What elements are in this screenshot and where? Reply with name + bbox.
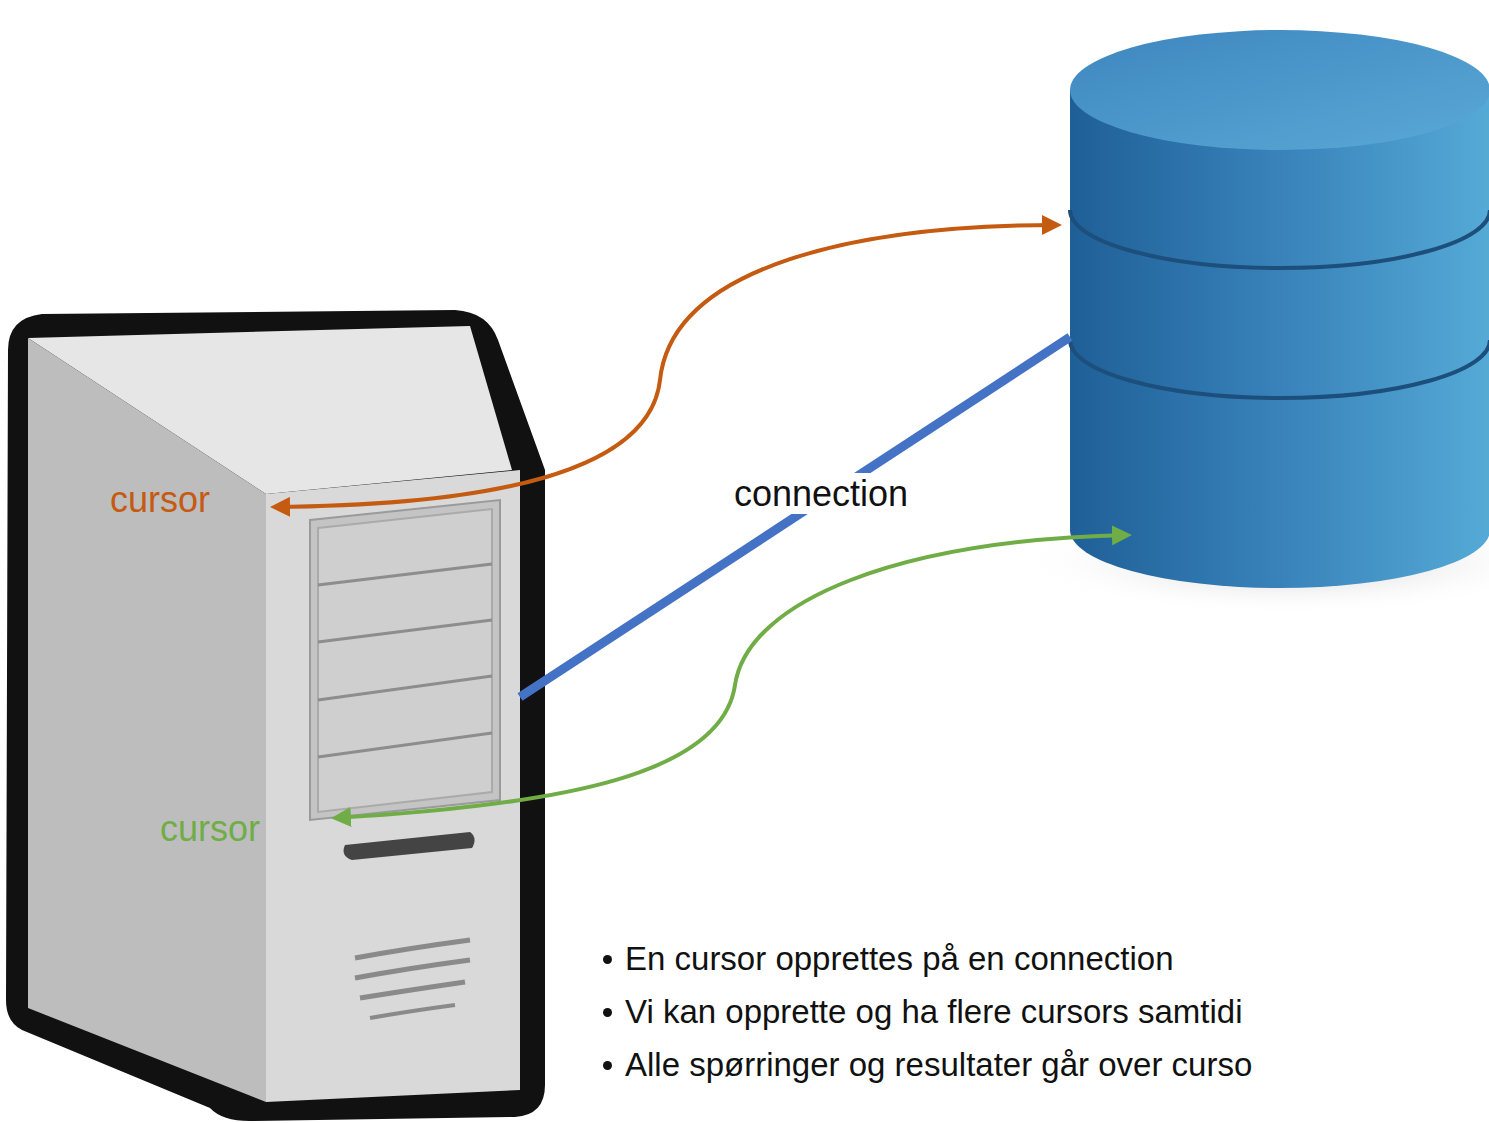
bullet-dot — [603, 955, 612, 964]
bullet-text: Alle spørringer og resultater går over c… — [625, 1046, 1252, 1084]
cursor-label: cursor — [110, 479, 210, 520]
database-cylinder — [1020, 30, 1489, 615]
cursor-label: cursor — [160, 808, 260, 849]
cursor-arrow — [274, 225, 1058, 507]
server-tower — [6, 310, 545, 1121]
connection-label: connection — [730, 473, 912, 514]
bullet-text: En cursor opprettes på en connection — [625, 940, 1174, 978]
connection-line — [520, 337, 1070, 697]
bullet-text: Vi kan opprette og ha flere cursors samt… — [625, 993, 1243, 1031]
cursor-arrow — [335, 535, 1128, 818]
bullet-dot — [603, 1008, 612, 1017]
bullet-dot — [603, 1061, 612, 1070]
